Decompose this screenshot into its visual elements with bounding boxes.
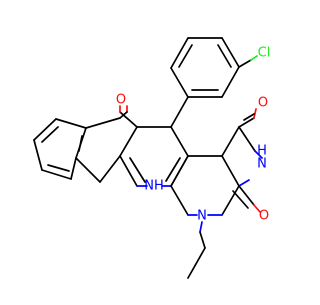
ketone-oxygen-label: O [116, 93, 126, 108]
nh-ring-nitrogen-label: NH [144, 179, 164, 194]
lower-carbonyl-oxygen-label: O [259, 209, 269, 224]
ethyl-n-bond [199, 221, 203, 233]
chlorophenyl-ring [170, 37, 240, 98]
lower-carbonyl-double [232, 190, 249, 209]
molecule-diagram: Cl O O O NH N H N [33, 37, 271, 279]
ethyl-ch2-bond [199, 231, 206, 249]
lower-carbonyl-bond [238, 185, 255, 206]
ketone-bond [119, 111, 138, 128]
lower-carbonyl-o [253, 204, 261, 213]
molecule-structure: Cl O O O NH N H N [33, 37, 271, 279]
carbon-chlorine-bond-cl [250, 55, 258, 61]
ethyl-ch3-bond [187, 247, 206, 279]
indenone-benzene-ring [33, 118, 87, 180]
upper-carbonyl-bond [238, 117, 255, 128]
ketone-double-bond-3 [119, 111, 128, 119]
ethyl-nitrogen-label: N [197, 209, 207, 224]
central-ring [119, 126, 189, 187]
aryl-link-bond [170, 96, 189, 128]
upper-carbonyl-double [243, 113, 255, 121]
upper-carbonyl-o [253, 108, 257, 119]
chlorine-label: Cl [258, 46, 271, 61]
pyrimidine-ring [170, 126, 263, 216]
upper-carbonyl-oxygen-label: O [258, 96, 268, 111]
pyrimidine-hydrogen-label: H [257, 144, 267, 159]
pyrimidine-nitrogen-label: N [257, 157, 267, 172]
carbon-chlorine-bond [238, 59, 252, 68]
